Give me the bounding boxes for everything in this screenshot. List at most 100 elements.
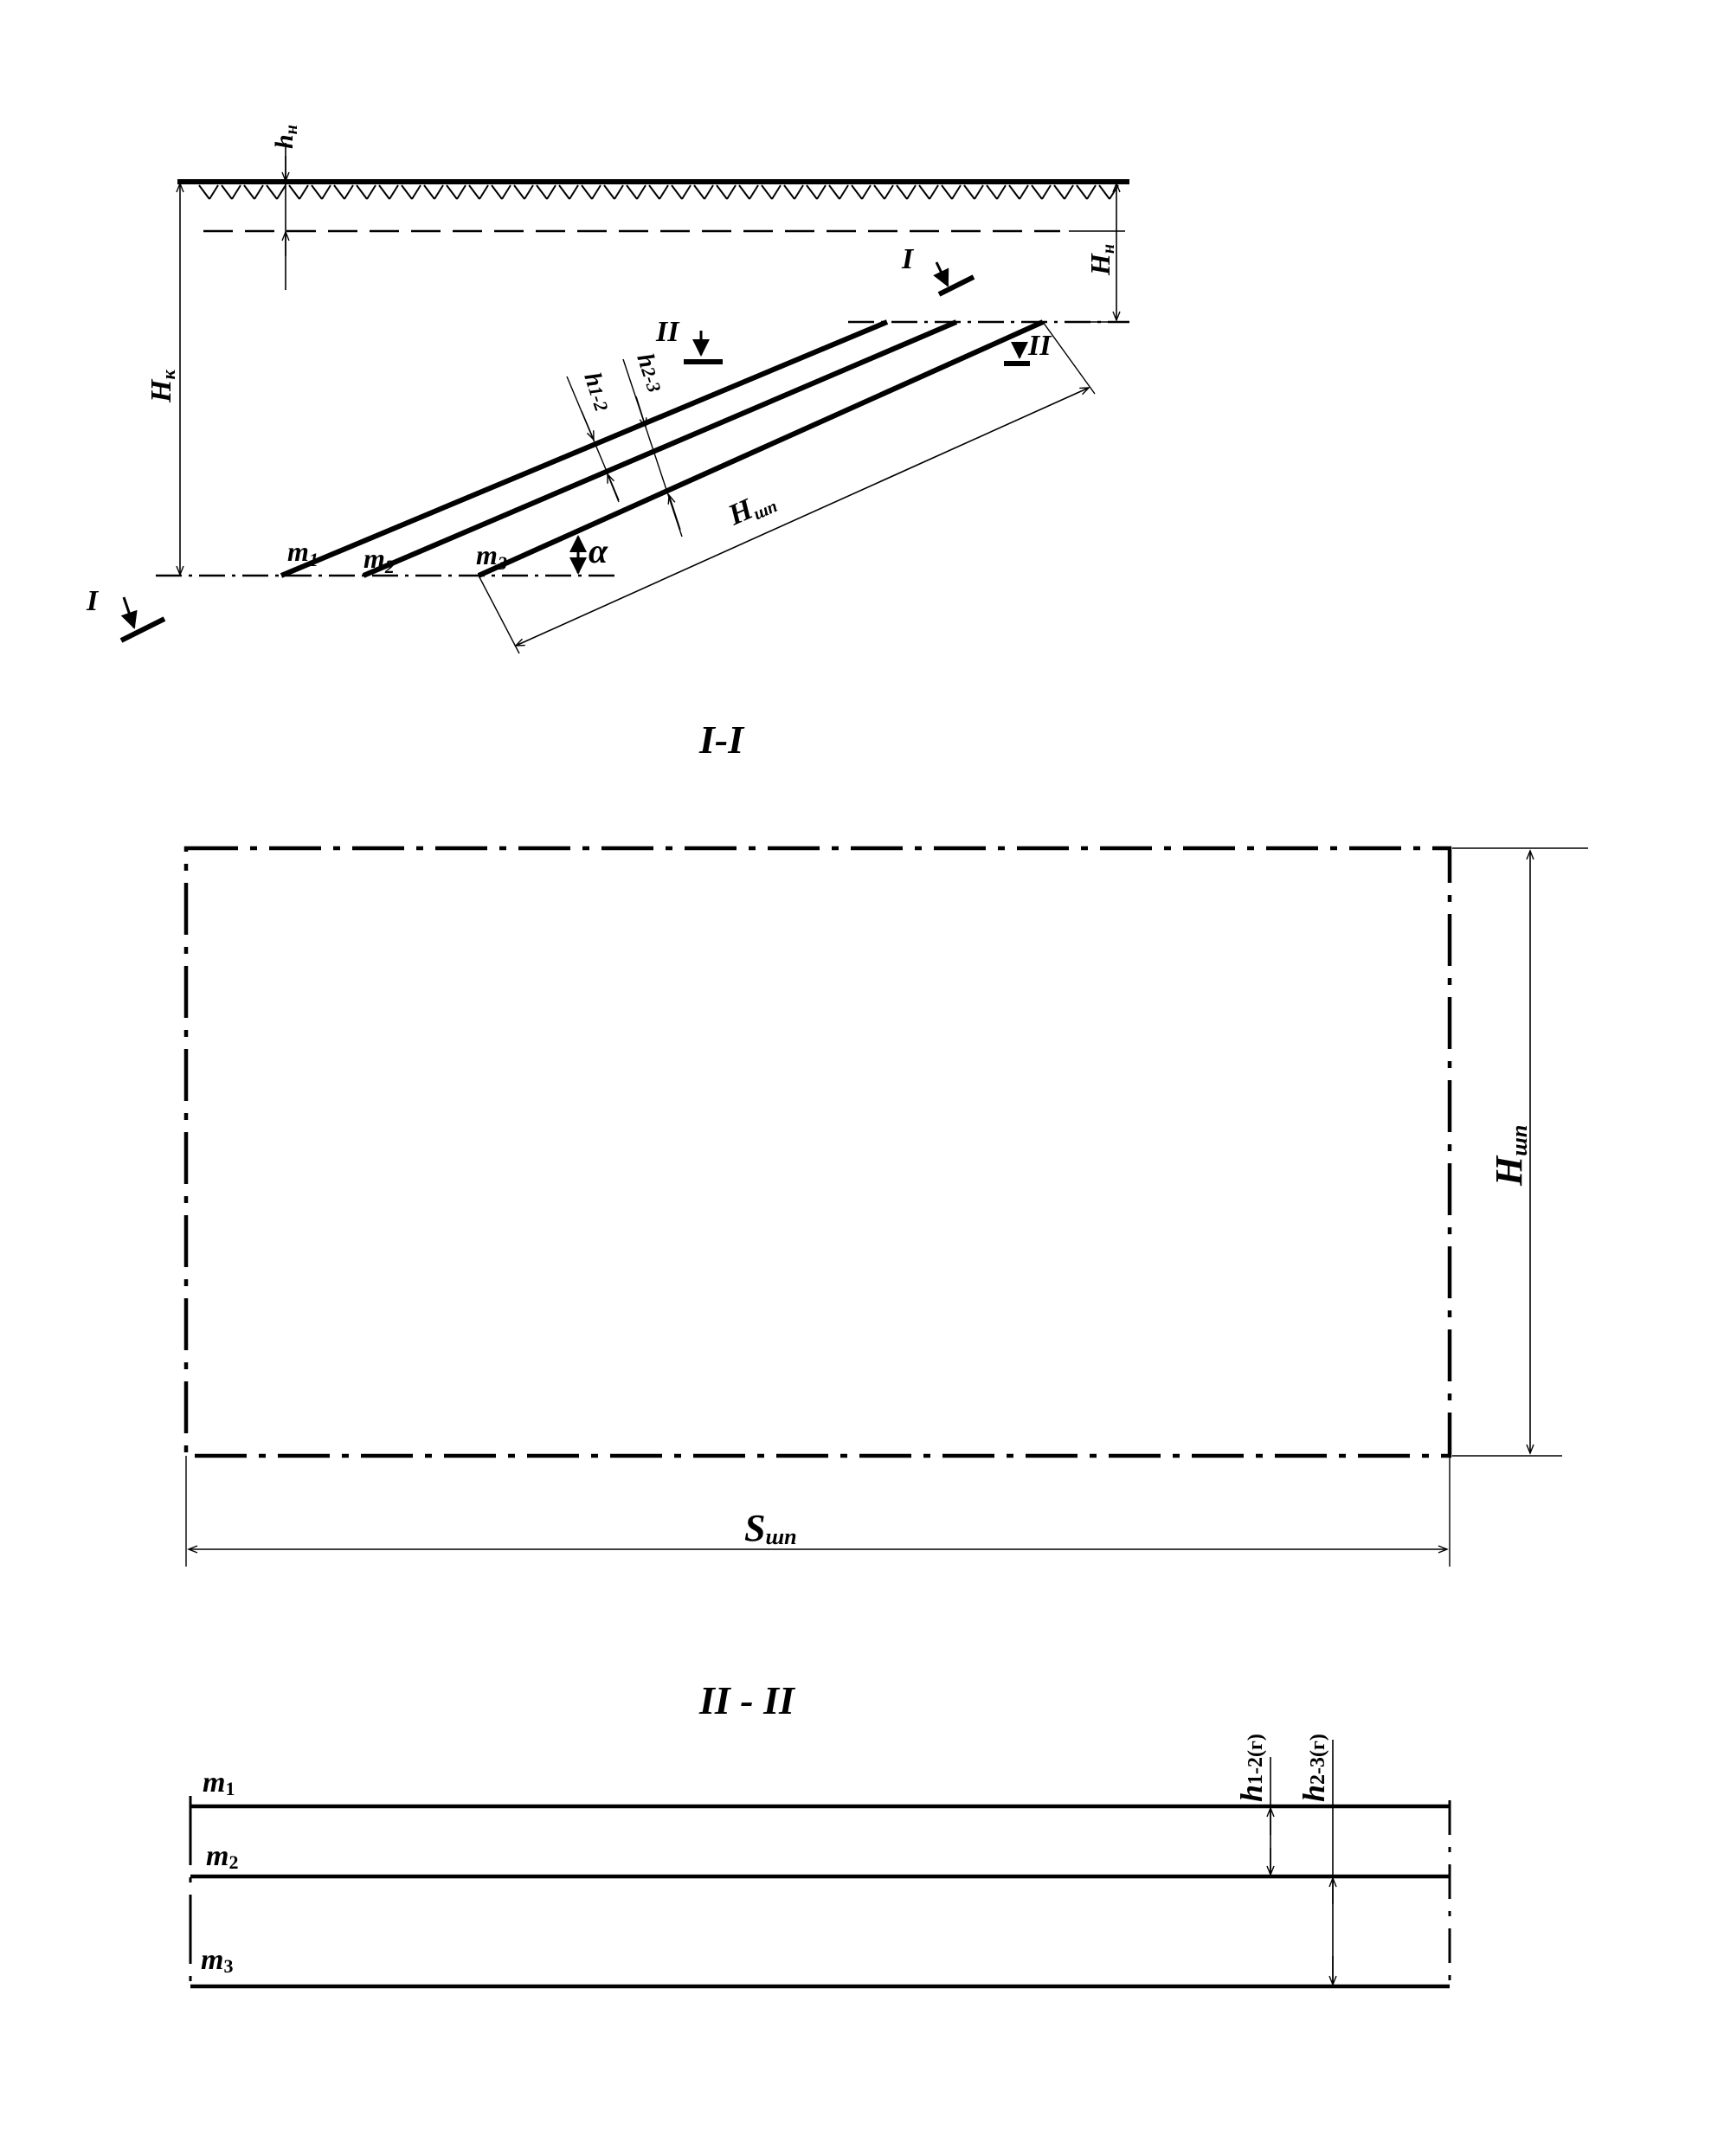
hatch-stroke bbox=[333, 184, 345, 200]
hatch-stroke bbox=[1031, 184, 1043, 200]
hatch-stroke bbox=[896, 184, 908, 200]
h12g-label: h1-2(г) bbox=[1234, 1734, 1269, 1802]
hatch-stroke bbox=[231, 184, 241, 200]
h12-arrow-b bbox=[607, 473, 620, 503]
hatch-stroke bbox=[479, 184, 489, 200]
hatch-stroke bbox=[536, 184, 548, 200]
hatch-stroke bbox=[873, 184, 885, 200]
hatch-stroke bbox=[411, 184, 421, 200]
hatch-stroke bbox=[266, 184, 278, 200]
hatch-stroke bbox=[648, 184, 660, 200]
cut-mark-II-right: II bbox=[1004, 330, 1052, 366]
hatch-stroke bbox=[1086, 184, 1097, 200]
cut-mark-II-left: II bbox=[655, 316, 723, 364]
ground-hatching bbox=[198, 184, 1119, 200]
hatch-stroke bbox=[254, 184, 264, 200]
hatch-stroke bbox=[546, 184, 556, 200]
hatch-stroke bbox=[221, 184, 233, 200]
seam-m3-plan-label: m3 bbox=[201, 1944, 233, 1977]
hatch-stroke bbox=[1041, 184, 1052, 200]
seam-m1-plan-label: m1 bbox=[203, 1767, 235, 1799]
hatch-stroke bbox=[311, 184, 323, 200]
profile-view: hн Hн Hк m1 m2 m3 h1-2 h2-3 Hшп bbox=[86, 125, 1129, 654]
h12-label: h1-2 bbox=[578, 370, 615, 415]
hatch-stroke bbox=[366, 184, 376, 200]
hatch-stroke bbox=[626, 184, 638, 200]
hatch-stroke bbox=[581, 184, 593, 200]
hatch-stroke bbox=[378, 184, 390, 200]
seam-m2-plan-label: m2 bbox=[206, 1840, 238, 1873]
hatch-stroke bbox=[423, 184, 435, 200]
alpha-label: α bbox=[589, 531, 608, 570]
hatch-stroke bbox=[671, 184, 683, 200]
hatch-stroke bbox=[636, 184, 646, 200]
hatch-stroke bbox=[704, 184, 714, 200]
hatch-stroke bbox=[603, 184, 615, 200]
hatch-stroke bbox=[299, 184, 309, 200]
hatch-stroke bbox=[468, 184, 480, 200]
hatch-stroke bbox=[986, 184, 998, 200]
hatch-stroke bbox=[771, 184, 782, 200]
hatch-stroke bbox=[974, 184, 984, 200]
Hshp-profile-label: Hшп bbox=[723, 483, 780, 533]
Hshp-ext-top bbox=[1042, 321, 1096, 395]
hatch-stroke bbox=[806, 184, 818, 200]
hatch-stroke bbox=[491, 184, 503, 200]
hatch-stroke bbox=[906, 184, 917, 200]
hatch-stroke bbox=[851, 184, 863, 200]
hatch-stroke bbox=[681, 184, 692, 200]
hatch-stroke bbox=[828, 184, 840, 200]
hatch-stroke bbox=[513, 184, 525, 200]
svg-text:I: I bbox=[86, 585, 100, 617]
seam-m1 bbox=[280, 319, 889, 578]
hn-label: hн bbox=[270, 125, 301, 149]
hatch-stroke bbox=[198, 184, 210, 200]
Hshp-section-label: Hшп bbox=[1488, 1125, 1532, 1187]
svg-text:I: I bbox=[901, 243, 915, 275]
hatch-stroke bbox=[501, 184, 511, 200]
hatch-stroke bbox=[524, 184, 534, 200]
hatch-stroke bbox=[1053, 184, 1065, 200]
hatch-stroke bbox=[659, 184, 669, 200]
hatch-stroke bbox=[1008, 184, 1020, 200]
hatch-stroke bbox=[861, 184, 872, 200]
seam-m2-label: m2 bbox=[363, 543, 395, 577]
h23-arrow bbox=[635, 396, 647, 428]
hatch-stroke bbox=[726, 184, 737, 200]
hatch-stroke bbox=[569, 184, 579, 200]
hatch-stroke bbox=[929, 184, 939, 200]
hatch-stroke bbox=[783, 184, 795, 200]
seam-m3 bbox=[477, 319, 1045, 578]
hatch-stroke bbox=[288, 184, 300, 200]
hatch-stroke bbox=[321, 184, 331, 200]
Sshp-label: Sшп bbox=[744, 1507, 797, 1549]
hatch-stroke bbox=[356, 184, 368, 200]
hatch-stroke bbox=[1019, 184, 1029, 200]
hatch-stroke bbox=[344, 184, 354, 200]
hatch-stroke bbox=[761, 184, 773, 200]
hatch-stroke bbox=[716, 184, 728, 200]
hatch-stroke bbox=[1098, 184, 1110, 200]
hatch-stroke bbox=[951, 184, 962, 200]
hatch-stroke bbox=[209, 184, 219, 200]
hatch-stroke bbox=[738, 184, 750, 200]
hatch-stroke bbox=[401, 184, 413, 200]
section-II-view: II - II m1 m2 m3 h1-2(г) h2-3(г) bbox=[189, 1678, 1451, 1991]
Hn-label: Hн bbox=[1084, 244, 1118, 276]
hatch-stroke bbox=[749, 184, 759, 200]
hatch-stroke bbox=[996, 184, 1007, 200]
h23-label: h2-3 bbox=[631, 351, 668, 396]
section-II-title: II - II bbox=[698, 1678, 796, 1722]
hatch-stroke bbox=[884, 184, 894, 200]
hatch-stroke bbox=[389, 184, 399, 200]
h12-arrow bbox=[581, 410, 595, 441]
Hshp-ext-bottom bbox=[478, 575, 520, 654]
svg-text:II: II bbox=[655, 316, 680, 348]
hatch-stroke bbox=[243, 184, 255, 200]
mine-field-boundary bbox=[183, 846, 1452, 1458]
h23-arrow-b bbox=[667, 493, 681, 531]
svg-text:II: II bbox=[1027, 330, 1052, 362]
hatch-stroke bbox=[816, 184, 827, 200]
hatch-stroke bbox=[434, 184, 444, 200]
